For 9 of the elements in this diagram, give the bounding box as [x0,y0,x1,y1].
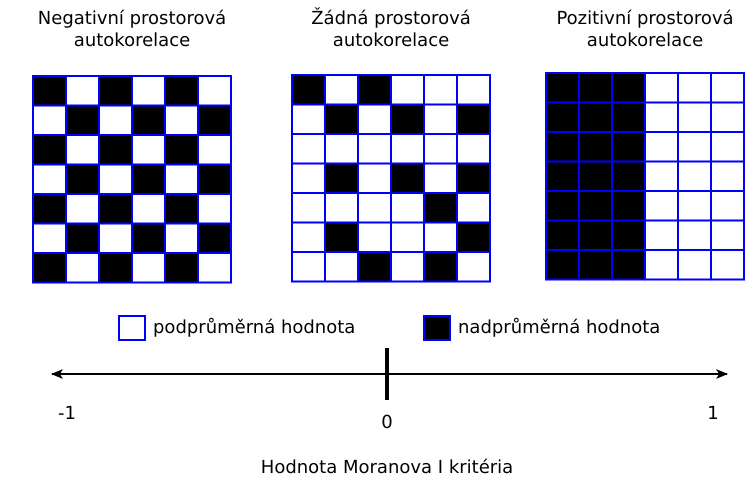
tick-label: 1 [706,403,720,425]
tick-label: -1 [57,403,77,425]
axis-title: Hodnota Moranova I kritéria [260,457,514,479]
tick-label: 0 [380,412,394,434]
panel-title: Pozitivní prostorová autokorelace [555,8,735,52]
legend-label: podprůměrná hodnota [153,317,356,339]
legend-label: nadprůměrná hodnota [458,317,660,339]
panel-title: Negativní prostorová autokorelace [36,8,228,52]
panel-title: Žádná prostorová autokorelace [310,8,472,52]
